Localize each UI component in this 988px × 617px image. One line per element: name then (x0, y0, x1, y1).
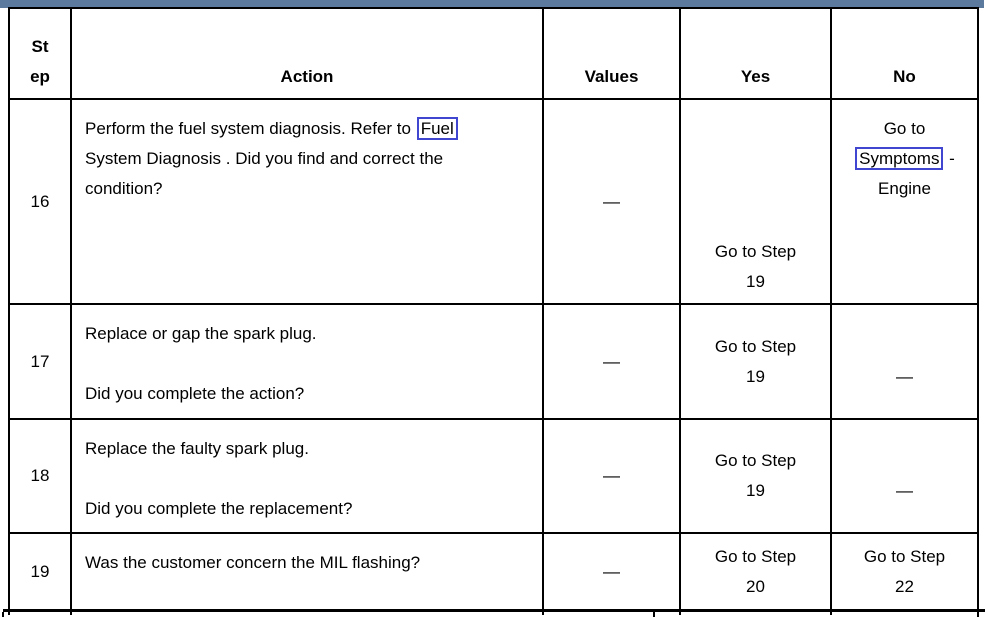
text-line: 19 (687, 267, 824, 297)
text-line (838, 332, 971, 362)
text-segment: condition? (85, 179, 163, 198)
text-line: — (550, 557, 673, 587)
text-segment: Engine (878, 179, 931, 198)
text-line: Replace the faulty spark plug. (85, 434, 530, 464)
text-segment: — (603, 351, 620, 371)
next-table-border-stub (2, 612, 4, 617)
text-segment: 19 (746, 272, 765, 291)
table-row: 16 Perform the fuel system diagnosis. Ref… (8, 98, 979, 305)
text-segment: — (603, 561, 620, 581)
text-segment: 20 (746, 576, 765, 596)
text-segment: — (896, 481, 913, 500)
text-segment: Go to Step (714, 242, 797, 261)
text-line: — (838, 476, 971, 506)
text-line: condition? (85, 174, 530, 204)
text-segment: Did you complete the action? (85, 384, 305, 403)
column-header-no: No (830, 7, 979, 100)
text-line: 20 (687, 572, 824, 602)
text-line: Go to Step (687, 542, 824, 572)
action-cell: Was the customer concern the MIL flashin… (70, 532, 544, 611)
text-line: 22 (838, 572, 971, 602)
text-segment: Was the customer concern the MIL flashin… (85, 553, 421, 572)
text-segment: - (944, 149, 955, 168)
text-segment: Perform the fuel system diagnosis. Refer… (85, 119, 416, 138)
yes-cell: Go to Step 19 (679, 303, 832, 420)
text-segment: Go to Step (863, 546, 946, 566)
action-cell: Replace the faulty spark plug. Did you co… (70, 418, 544, 534)
text-line: Go to (838, 114, 971, 144)
text-line (85, 349, 530, 379)
values-cell: — (542, 418, 681, 534)
text-segment: System Diagnosis . Did you find and corr… (85, 149, 444, 168)
text-segment: Go to Step (714, 546, 797, 566)
table-row: 19 Was the customer concern the MIL flash… (8, 532, 979, 611)
table-row: 18 Replace the faulty spark plug. Did you … (8, 418, 979, 534)
no-cell: — (830, 418, 979, 534)
column-header-action: Action (70, 7, 544, 100)
column-header-yes: Yes (679, 7, 832, 100)
text-line: 19 (687, 362, 824, 392)
table-row: 17 Replace or gap the spark plug. Did you … (8, 303, 979, 420)
text-segment: Replace the faulty spark plug. (85, 439, 309, 458)
page-break-rule (3, 609, 985, 612)
text-line: Perform the fuel system diagnosis. Refer… (85, 114, 530, 144)
text-segment: Did you complete the replacement? (85, 499, 353, 518)
text-line: Was the customer concern the MIL flashin… (85, 548, 530, 578)
text-line (838, 446, 971, 476)
text-line: Go to Step (687, 237, 824, 267)
values-cell: — (542, 98, 681, 305)
step-cell: 18 (8, 418, 72, 534)
text-line: Engine (838, 174, 971, 204)
step-cell: 19 (8, 532, 72, 611)
column-header-values: Values (542, 7, 681, 100)
diagnostic-table: St ep Action Values Yes No 16 Perform the… (8, 7, 979, 615)
text-line: Did you complete the action? (85, 379, 530, 409)
text-segment: Go to Step (714, 451, 797, 470)
column-header-step: St ep (8, 7, 72, 100)
text-line: — (550, 187, 673, 217)
text-line (85, 464, 530, 494)
text-line: — (838, 362, 971, 392)
text-line: Go to Step (838, 542, 971, 572)
next-table-border-stub (653, 612, 655, 617)
text-segment: Go to (883, 119, 926, 138)
text-line: — (550, 347, 673, 377)
text-line: — (550, 461, 673, 491)
text-segment: — (603, 191, 620, 211)
text-line: 19 (687, 476, 824, 506)
action-cell: Perform the fuel system diagnosis. Refer… (70, 98, 544, 305)
step-cell: 17 (8, 303, 72, 420)
text-line: System Diagnosis . Did you find and corr… (85, 144, 530, 174)
text-segment: — (896, 366, 913, 386)
no-cell: Go to Step 22 (830, 532, 979, 611)
text-line: Go to Step (687, 332, 824, 362)
symptoms-engine-link[interactable]: Symptoms (855, 147, 944, 170)
text-line: Did you complete the replacement? (85, 494, 530, 524)
values-cell: — (542, 303, 681, 420)
top-bar (0, 0, 984, 8)
fuel-system-diagnosis-link[interactable]: Fuel (416, 117, 458, 140)
values-cell: — (542, 532, 681, 611)
text-segment: 22 (895, 576, 914, 596)
text-segment: 19 (746, 481, 765, 500)
step-cell: 16 (8, 98, 72, 305)
text-segment: Replace or gap the spark plug. (85, 324, 317, 343)
text-segment: 19 (746, 366, 765, 386)
text-line: Replace or gap the spark plug. (85, 319, 530, 349)
no-cell: — (830, 303, 979, 420)
next-table-border-stub (977, 612, 979, 617)
text-segment: Go to Step (714, 336, 797, 356)
yes-cell: Go to Step 19 (679, 98, 832, 305)
yes-cell: Go to Step 20 (679, 532, 832, 611)
action-cell: Replace or gap the spark plug. Did you co… (70, 303, 544, 420)
table-header-row: St ep Action Values Yes No (8, 7, 979, 100)
text-segment: — (603, 466, 620, 485)
text-line: Symptoms - (838, 144, 971, 174)
text-line: Go to Step (687, 446, 824, 476)
yes-cell: Go to Step 19 (679, 418, 832, 534)
